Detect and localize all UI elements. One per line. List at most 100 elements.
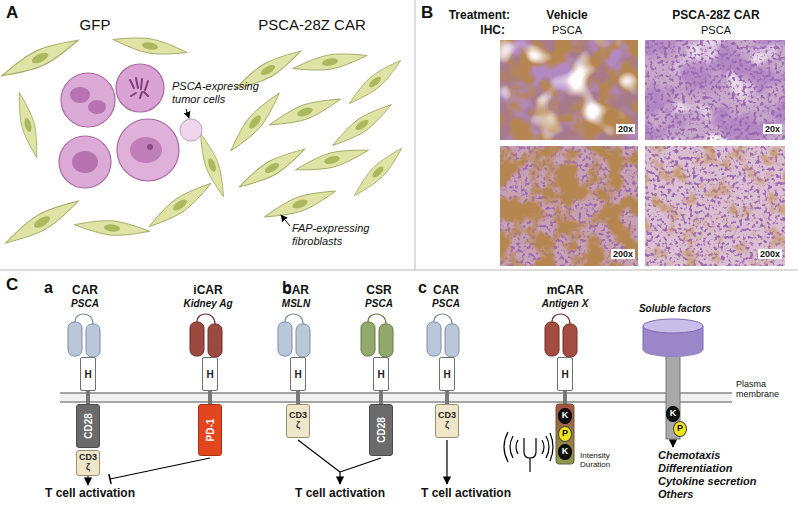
domain-label: H [294,369,301,380]
receptor-name: iCAR [193,284,222,298]
panel-letter: C [6,275,18,295]
antigen-name: PSCA [432,298,460,310]
domain-label: CD28 [83,413,94,439]
signal-note: Intensity Duration [580,451,628,469]
domain-label: H [443,369,450,380]
kinase-circle: K [558,444,572,460]
domain-label: K [562,447,569,457]
domain-label: H [377,369,384,380]
membrane-label: Plasma membrane [736,379,792,400]
panel-letter: A [6,3,18,23]
cd3-zeta-domain: CD3 ζ [435,404,459,438]
magnification-label: 200x [758,249,782,259]
receptor-name: mCAR [547,284,584,298]
stain-label: PSCA [701,24,731,37]
column-title: GFP [80,16,111,33]
scfv-domain [427,314,459,357]
transmembrane-stalk [86,390,567,405]
callout-label: FAP-expressing fibroblasts [292,222,387,247]
cd3-zeta-domain: CD3 ζ [76,450,100,476]
signal-arrow [446,440,447,484]
scfv-domain [361,314,393,357]
callout-label: PSCA-expressing tumor cells [172,80,267,105]
hinge-domain: H [202,357,218,391]
domain-label: H [84,369,91,380]
scfv-domain [190,314,222,357]
micrograph [645,146,785,266]
domain-label: K [562,411,569,421]
leader-arrow [281,215,290,226]
panel-divider [415,0,416,270]
column-title: PSCA-28Z CAR [258,16,366,33]
outcome-label: T cell activation [295,487,385,501]
antigen-name: Kidney Ag [183,298,232,310]
domain-label: CD3 ζ [436,411,458,431]
kinase-circle: K [666,406,680,422]
cytokine-receptor [643,319,703,439]
signal-arrow [87,476,88,485]
hinge-domain: H [373,357,389,391]
magnification-label: 20x [616,124,635,134]
domain-label: H [561,369,568,380]
inhibitory-domain: PD-1 [198,404,222,456]
domain-label: PD-1 [205,419,216,442]
panel-letter: B [421,3,433,23]
magnification-label: 20x [763,124,782,134]
outcome-item: Cytokine secretion [658,475,756,488]
receptor-name: CAR [433,284,459,298]
receptor-name: CSR [366,284,391,298]
outcome-label: T cell activation [45,487,135,501]
factor-label: Soluble factors [639,303,711,315]
antigen-name: Antigen X [542,298,589,310]
stain-label: PSCA [552,24,582,37]
kinase-circle: K [558,408,572,424]
row-header: Treatment: [449,9,510,23]
inhibition-line [109,458,210,484]
magnification-label: 200x [611,249,635,259]
receptor-name: CAR [72,284,98,298]
column-title: Vehicle [546,9,587,23]
signal-fork-symbol [504,432,553,472]
fibroblast-group [225,45,406,224]
costim-domain: CD28 [76,404,100,448]
antigen-name: PSCA [71,298,99,310]
antigen-name: MSLN [282,298,310,310]
hinge-domain: H [80,357,96,391]
cd3-zeta-domain: CD3 ζ [286,404,310,438]
domain-label: K [670,409,677,419]
plasma-membrane [60,393,732,402]
outcome-item: Chemotaxis [658,449,720,462]
receptor-name: CAR [283,284,309,298]
scfv-domain [545,314,577,357]
hinge-domain: H [290,357,306,391]
hinge-domain: H [439,357,455,391]
scfv-domain [278,314,310,357]
hinge-domain: H [557,357,573,391]
subpanel-letter: a [44,279,53,297]
row-header: IHC: [480,24,505,38]
domain-label: CD3 ζ [287,411,309,431]
outcome-label: T cell activation [421,487,511,501]
domain-label: H [206,369,213,380]
scfv-domain [68,314,100,357]
outcome-item: Differentiation [658,462,732,475]
domain-label: P [562,429,568,439]
fibroblast-group [0,32,230,250]
panel-divider [0,270,798,271]
leader-arrow [186,109,189,118]
domain-label: P [677,424,683,434]
costim-domain: CD28 [369,404,393,456]
micrograph [500,146,638,266]
micrograph [500,40,638,140]
outcome-item: Others [658,488,693,501]
phospho-circle: P [558,426,572,442]
micrograph [645,40,785,140]
antigen-name: PSCA [365,298,393,310]
subpanel-letter: c [418,279,427,297]
domain-label: CD3 ζ [77,453,99,473]
signal-arrow [672,440,673,447]
mcar-tail [556,404,574,464]
column-title: PSCA-28Z CAR [672,9,759,23]
phospho-circle: P [673,421,687,437]
